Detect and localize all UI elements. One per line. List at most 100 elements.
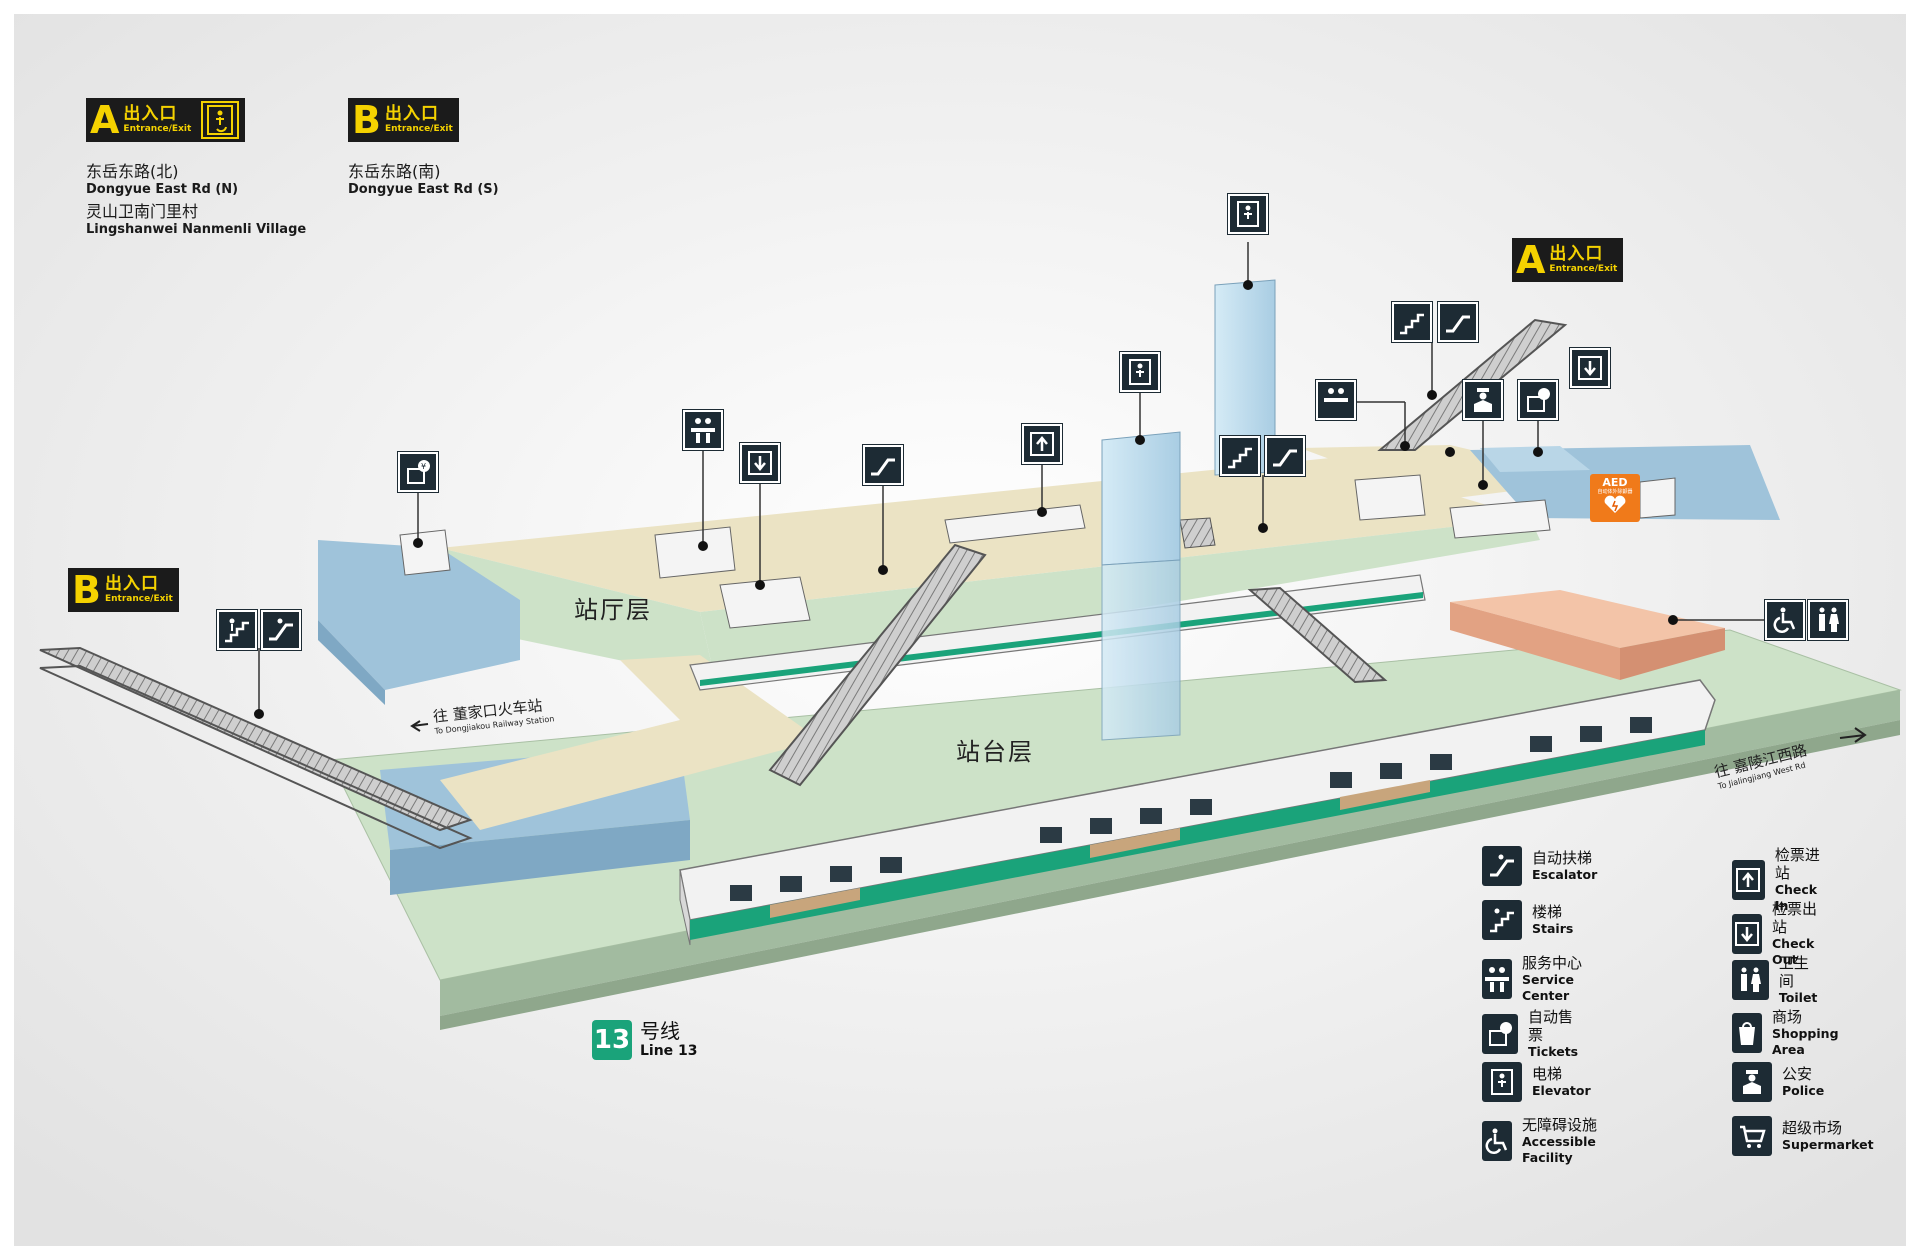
legend-cn: 服务中心 [1522,954,1583,972]
legend-en: Check In [1774,882,1818,913]
toilet-icon [1732,960,1769,1000]
stairs-icon [217,610,257,650]
stairs-icon [1220,436,1260,476]
stairs-icon [1392,302,1432,342]
legend-cn: 自动售票 [1528,1008,1574,1044]
supermarket-icon [1732,1116,1772,1156]
svg-text:¥: ¥ [421,462,426,471]
check-out-icon [1732,914,1762,954]
exit-b-map-badge: B 出入口 Entrance/Exit [68,568,179,612]
legend-en: Elevator [1532,1083,1591,1098]
legend-cn: 超级市场 [1782,1119,1843,1137]
escalator-icon [261,610,301,650]
escalator-icon [863,445,903,485]
check-out-icon [1570,348,1610,388]
escalator-icon [1265,436,1305,476]
shopping-icon [1732,1013,1762,1053]
address-en: Dongyue East Rd (S) [348,182,499,197]
aed-sub: 自动体外除颤器 [1597,489,1633,495]
exit-en: Entrance/Exit [123,124,192,134]
service-center-icon [683,410,723,450]
exit-en: Entrance/Exit [1549,264,1618,274]
line-cn: 号线 [640,1019,680,1043]
tickets-icon [1518,380,1558,420]
address-cn: 东岳东路(北) [86,162,179,181]
exit-letter: A [1516,238,1546,282]
legend-en: Police [1782,1083,1825,1098]
exit-letter: A [90,98,120,142]
legend-cn: 卫生间 [1778,954,1809,990]
service-center-icon [1316,380,1356,420]
legend-en: Escalator [1532,867,1598,882]
check-out-icon [740,443,780,483]
legend-en: Stairs [1532,921,1574,936]
legend-en: Tickets [1528,1044,1579,1059]
legend-en: Supermarket [1782,1137,1874,1152]
exit-en: Entrance/Exit [384,124,453,134]
elevator-icon [1482,1062,1522,1102]
elevator-icon [1228,194,1268,234]
shop-block [1450,590,1725,680]
legend-en: Toilet [1778,990,1818,1005]
elevator-icon [1120,352,1160,392]
legend-cn: 电梯 [1532,1065,1563,1083]
exit-cn: 出入口 [104,574,159,594]
exit-a-map-badge: A 出入口 Entrance/Exit [1512,238,1624,282]
address-cn: 东岳东路(南) [348,162,441,181]
aed-sign: AED 自动体外除颤器 [1590,474,1640,522]
tickets-icon: ¥ [398,452,438,492]
legend-cn: 商场 [1772,1008,1803,1026]
heart-icon [1604,495,1626,513]
callout-dots [254,280,1678,719]
exit-a-badge: A 出入口 Entrance/Exit [86,98,246,142]
direction-arrows [410,720,1867,743]
service-center-icon [1482,959,1512,999]
exit-b-badge: B 出入口 Entrance/Exit [348,98,459,142]
line-number: 13 [592,1020,632,1060]
legend-en: Accessible Facility [1522,1134,1596,1165]
platform-floor-label: 站台层 [956,738,1034,766]
aed-title: AED [1602,476,1628,489]
escalators [39,318,1568,850]
accessible-icon [1765,600,1805,640]
exit-cn: 出入口 [384,104,439,124]
legend-cn: 检票进站 [1774,846,1820,882]
exit-cn: 出入口 [123,104,178,124]
exit-cn: 出入口 [1549,244,1604,264]
legend-en: Shopping Area [1772,1026,1839,1057]
legend-cn: 检票出站 [1772,900,1818,936]
check-in-icon [1022,424,1062,464]
legend-cn: 公安 [1782,1065,1813,1083]
address-en: Lingshanwei Nanmenli Village [86,222,307,237]
legend-en: Check Out [1772,936,1815,967]
legend-en: Service Center [1522,972,1574,1003]
line-badge: 13 号线 Line 13 [592,1020,698,1060]
train-front [679,679,1716,946]
police-icon [1732,1062,1772,1102]
escalator-icon [1482,846,1522,886]
exit-letter: B [352,98,381,142]
legend-cn: 无障碍设施 [1522,1116,1598,1134]
concourse-floor-label: 站厅层 [574,596,652,624]
exit-en: Entrance/Exit [104,594,173,604]
escalator-icon [1438,302,1478,342]
address-en: Dongyue East Rd (N) [86,182,239,197]
accessible-icon [1482,1121,1512,1161]
exit-a-addresses: 东岳东路(北) Dongyue East Rd (N) 灵山卫南门里村 Ling… [86,162,306,242]
toilet-icon [1808,600,1848,640]
elevator-icon [201,101,240,139]
tickets-icon [1482,1014,1519,1054]
address-cn: 灵山卫南门里村 [86,202,199,221]
legend-cn: 自动扶梯 [1532,849,1593,867]
